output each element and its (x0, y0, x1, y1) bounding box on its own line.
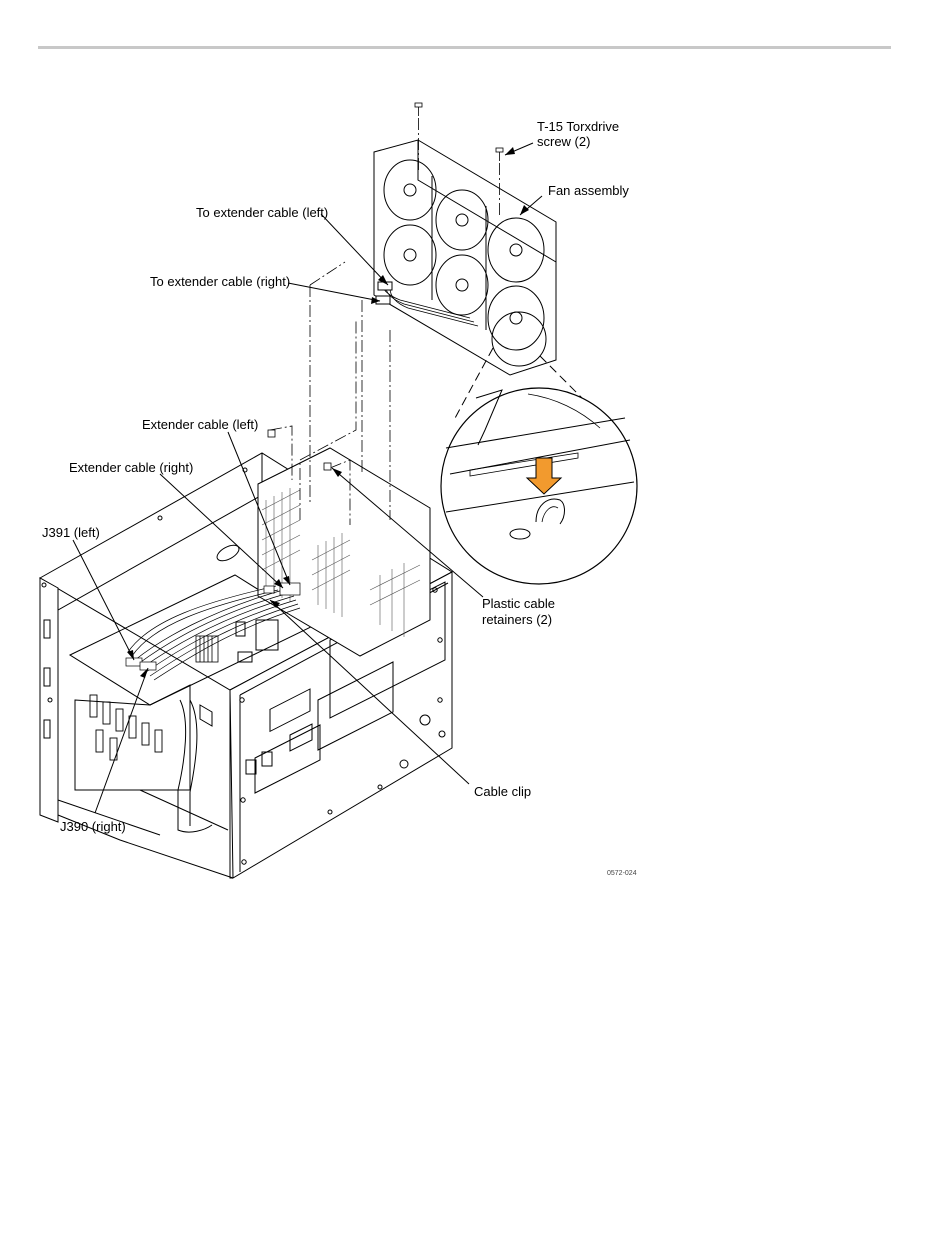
fan-assembly-illustration (374, 140, 556, 375)
label-to-extender-left: To extender cable (left) (196, 205, 328, 220)
label-extender-right: Extender cable (right) (69, 460, 193, 475)
label-cable-clip: Cable clip (474, 784, 531, 799)
label-j390: J390 (right) (60, 819, 126, 834)
label-retainers-line2: retainers (2) (482, 612, 552, 627)
label-fan-assembly: Fan assembly (548, 183, 629, 198)
label-to-extender-right: To extender cable (right) (150, 274, 290, 289)
label-extender-left: Extender cable (left) (142, 417, 258, 432)
figure-id: 0572-024 (607, 870, 637, 877)
label-retainers-line1: Plastic cable (482, 596, 555, 611)
label-screw-line2: screw (2) (537, 134, 590, 149)
label-j391: J391 (left) (42, 525, 100, 540)
label-screw-line1: T-15 Torxdrive (537, 119, 619, 134)
